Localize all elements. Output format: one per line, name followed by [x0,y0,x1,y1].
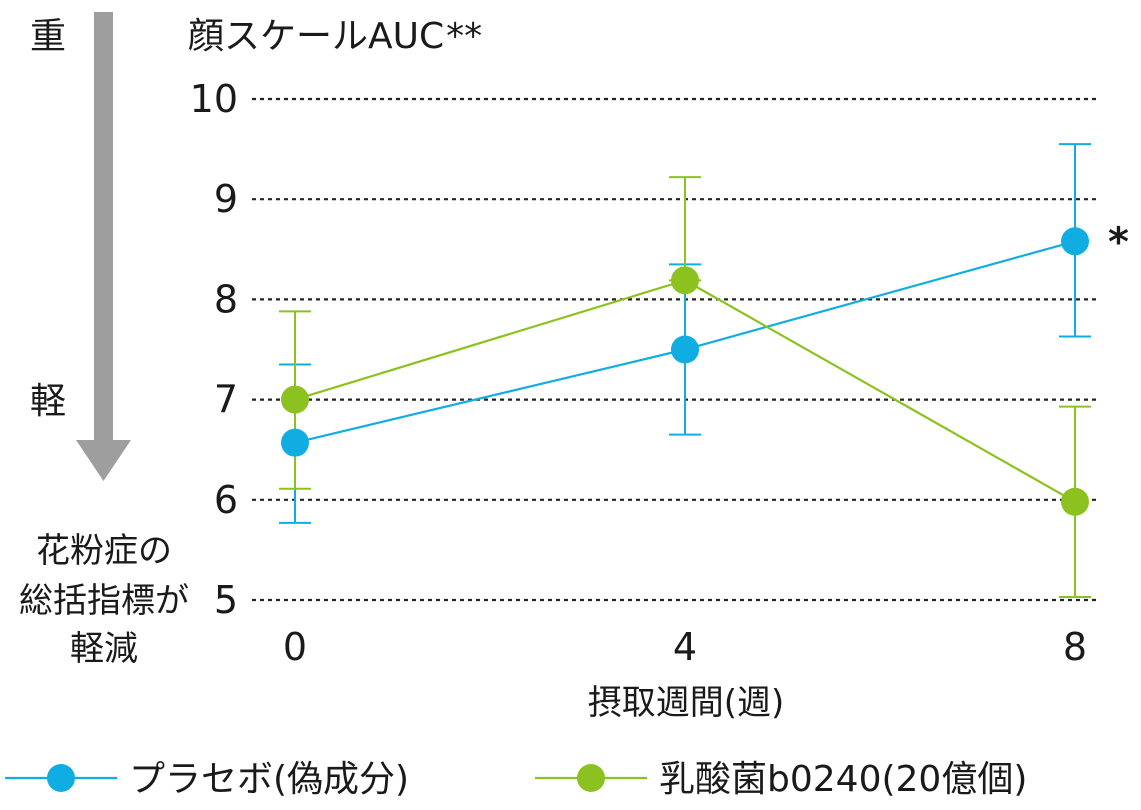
legend: プラセボ(偽成分) 乳酸菌b0240(20億個) [5,759,1027,800]
severity-top-label: 重 [30,16,66,57]
legend-label: プラセボ(偽成分) [129,759,409,800]
legend-marker [47,764,75,792]
chart-title-text: 顔スケールAUC [188,16,444,57]
x-tick-label: 0 [283,625,307,669]
plot-area: * [279,143,1129,598]
x-tick-label: 4 [673,625,697,669]
y-tick-label: 8 [214,277,238,321]
severity-bottom-line-3: 軽減 [70,629,138,669]
data-point [671,335,699,364]
severity-mid-label: 軽 [30,381,66,422]
data-point [1061,487,1089,516]
y-tick-label: 6 [214,478,238,522]
x-tick-labels: 0 4 8 [283,625,1087,669]
y-tick-label: 7 [214,378,238,422]
y-tick-labels: 5 6 7 8 9 10 [190,77,238,622]
chart-title-mark: ** [446,16,482,57]
grid [252,97,1098,602]
data-point [281,385,309,414]
y-tick-label: 9 [214,177,238,221]
data-point [1061,227,1089,256]
severity-bottom-line-1: 花粉症の [36,531,172,571]
x-axis-label: 摂取週間(週) [588,683,785,723]
data-point [281,428,309,457]
severity-arrow [76,12,131,481]
y-tick-label: 10 [190,77,238,121]
significance-mark: * [1108,219,1129,265]
y-tick-label: 5 [214,578,238,622]
severity-bottom-line-2: 総括指標が [19,581,189,621]
legend-label: 乳酸菌b0240(20億個) [659,759,1027,800]
data-point [671,266,699,295]
chart-title: 顔スケールAUC** [188,16,482,57]
legend-marker [577,764,605,792]
x-tick-label: 8 [1063,625,1087,669]
